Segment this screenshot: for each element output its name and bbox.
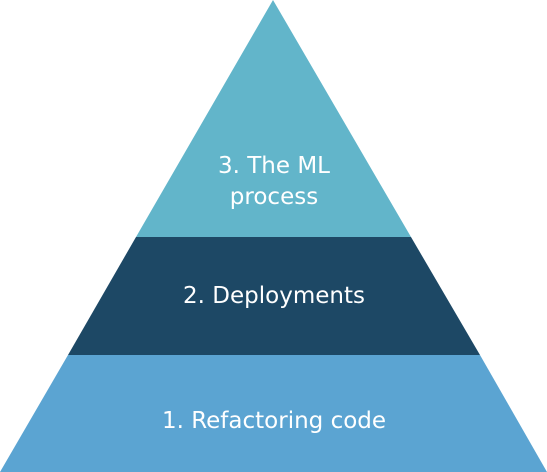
pyramid-level-bottom-label: 1. Refactoring code (162, 408, 386, 434)
pyramid-level-top-label-line-1: 3. The ML (218, 153, 330, 179)
pyramid-level-bottom (0, 355, 547, 472)
pyramid-level-middle (68, 237, 480, 355)
pyramid-level-top (136, 0, 411, 237)
pyramid-level-middle-label: 2. Deployments (183, 283, 365, 309)
pyramid-level-top-label-line-2: process (230, 184, 318, 210)
